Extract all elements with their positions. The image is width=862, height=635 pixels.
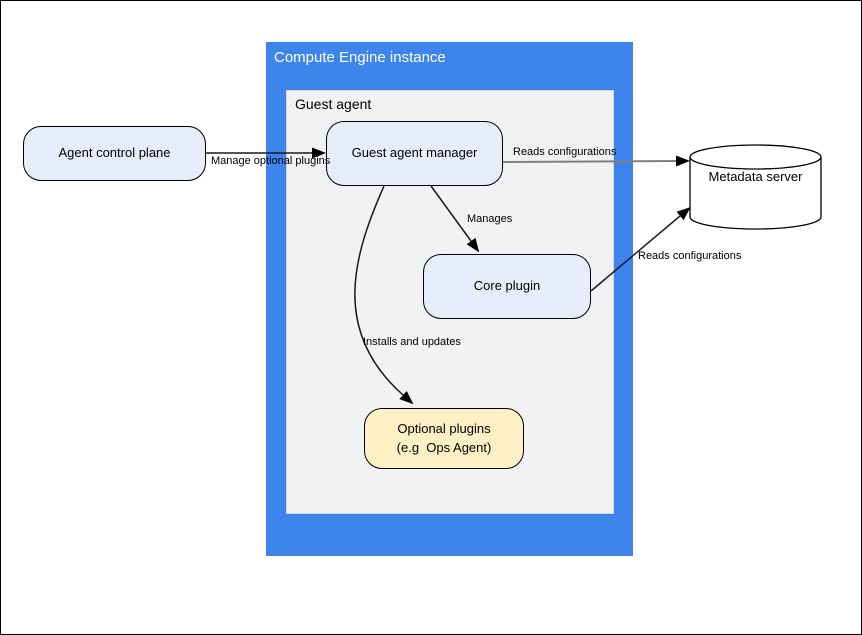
guest-agent-manager-label: Guest agent manager	[351, 145, 478, 161]
compute-engine-instance-title: Compute Engine instance	[274, 49, 446, 66]
edge-label-installs-and-updates: Installs and updates	[363, 336, 461, 348]
guest-agent-title: Guest agent	[295, 96, 372, 112]
edge-installs-and-updates	[354, 185, 414, 405]
edge-label-reads-configurations-manager: Reads configurations	[513, 146, 617, 158]
optional-plugins-label-line1: Optional plugins	[397, 420, 491, 436]
edge-manages	[430, 185, 480, 253]
edge-label-manage-optional-plugins: Manage optional plugins	[211, 155, 331, 167]
guest-agent-manager-node: Guest agent manager	[326, 121, 503, 186]
edge-reads-configurations-core	[590, 206, 691, 292]
edge-label-manages: Manages	[467, 213, 513, 225]
edge-label-reads-configurations-core: Reads configurations	[638, 250, 742, 262]
optional-plugins-node: Optional plugins (e.g Ops Agent)	[364, 408, 524, 469]
core-plugin-node: Core plugin	[423, 254, 591, 319]
metadata-server-cylinder	[689, 144, 822, 230]
core-plugin-label: Core plugin	[473, 278, 541, 294]
agent-control-plane-node: Agent control plane	[23, 126, 206, 181]
optional-plugins-label-line2: (e.g Ops Agent)	[396, 439, 492, 455]
edge-reads-configurations-manager	[502, 155, 690, 167]
agent-control-plane-label: Agent control plane	[58, 145, 171, 161]
metadata-server-label: Metadata server	[708, 169, 803, 184]
